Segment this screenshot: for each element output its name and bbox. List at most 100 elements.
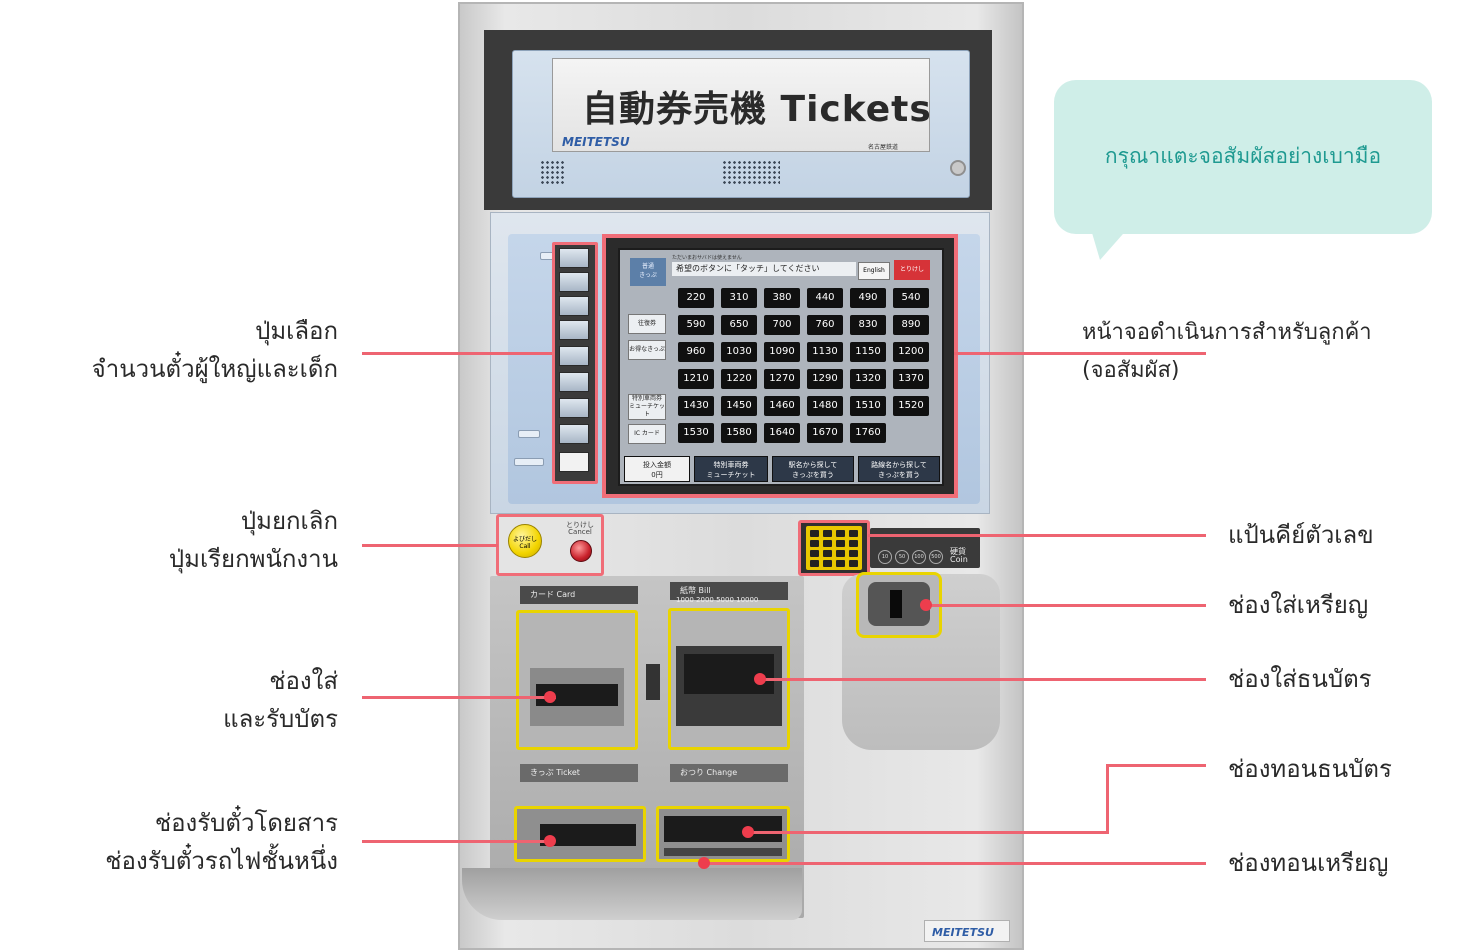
passenger-group-button[interactable]	[559, 398, 589, 418]
panel-mark	[514, 458, 544, 466]
coin-denomination: 500	[929, 550, 943, 564]
keypad-key[interactable]	[849, 540, 858, 547]
screen-regular-ticket-button[interactable]: 普通 きっぷ	[630, 258, 666, 286]
keypad-key[interactable]	[810, 560, 819, 567]
fare-button[interactable]: 1210	[678, 369, 714, 389]
call-staff-button[interactable]: よびだし Call	[508, 524, 542, 558]
callout-coin-return: ช่องทอนเหรียญ	[1228, 849, 1389, 877]
screen-cancel-button[interactable]: とりけし	[894, 260, 930, 280]
callout-keypad: แป้นคีย์ตัวเลข	[1228, 521, 1374, 549]
touch-screen[interactable]	[618, 248, 944, 486]
callout-dot-coin-return	[698, 857, 710, 869]
fare-button[interactable]: 1030	[721, 342, 757, 362]
passenger-adult-2-child-button[interactable]	[559, 346, 589, 366]
panel-mark	[518, 430, 540, 438]
fare-button[interactable]: 1520	[893, 396, 929, 416]
bill-return-slot[interactable]	[664, 816, 782, 842]
fare-button[interactable]: 1270	[764, 369, 800, 389]
speech-bubble-tail	[1090, 226, 1130, 260]
screen-ic-card-button[interactable]: IC カード	[628, 424, 666, 444]
coin-return-slot[interactable]	[664, 848, 782, 856]
passenger-family-button[interactable]	[559, 372, 589, 392]
fare-button[interactable]: 1090	[764, 342, 800, 362]
fare-button[interactable]: 1370	[893, 369, 929, 389]
callout-ticket-outlet: ช่องรับตั๋วโดยสาร ช่องรับตั๋วรถไฟชั้นหนึ…	[105, 804, 338, 880]
fare-button[interactable]: 1200	[893, 342, 929, 362]
passenger-adult-2-button[interactable]	[559, 296, 589, 316]
fare-button[interactable]: 1150	[850, 342, 886, 362]
keypad-key[interactable]	[836, 540, 845, 547]
keypad-key[interactable]	[849, 530, 858, 537]
fare-button[interactable]: 1640	[764, 423, 800, 443]
keypad-key[interactable]	[823, 530, 832, 537]
fare-button[interactable]: 650	[721, 315, 757, 335]
callout-line-bill-slot	[760, 678, 1206, 681]
screen-instruction: 希望のボタンに「タッチ」してください	[672, 262, 856, 276]
callout-line-card	[362, 696, 556, 699]
brand-plate	[924, 920, 1010, 942]
ticket-outlet[interactable]	[540, 824, 636, 846]
fare-button[interactable]: 1760	[850, 423, 886, 443]
callout-line-bill-return	[748, 831, 1109, 834]
callout-bill-slot: ช่องใส่ธนบัตร	[1228, 665, 1372, 693]
passenger-child-1-button[interactable]	[559, 272, 589, 292]
fare-button[interactable]: 1460	[764, 396, 800, 416]
speech-bubble-text: กรุณาแตะจอสัมผัสอย่างเบามือ	[1104, 144, 1382, 168]
callout-line-passenger	[362, 352, 552, 355]
passenger-group-2-button[interactable]	[559, 424, 589, 444]
fare-button[interactable]: 1670	[807, 423, 843, 443]
keypad-key[interactable]	[823, 550, 832, 557]
fare-button[interactable]: 1220	[721, 369, 757, 389]
machine-sign	[552, 58, 930, 152]
fare-button[interactable]: 1530	[678, 423, 714, 443]
keypad-key[interactable]	[849, 560, 858, 567]
screen-special-car-button[interactable]: 特別車両券 ミューチケット	[628, 394, 666, 420]
fare-button[interactable]: 1510	[850, 396, 886, 416]
keypad-key[interactable]	[810, 530, 819, 537]
fare-button[interactable]: 960	[678, 342, 714, 362]
passenger-other-button[interactable]	[559, 452, 589, 472]
screen-english-button[interactable]: English	[858, 262, 890, 280]
fare-button[interactable]: 380	[764, 288, 800, 308]
keypad-key[interactable]	[823, 540, 832, 547]
keypad-key[interactable]	[810, 550, 819, 557]
fare-button[interactable]: 310	[721, 288, 757, 308]
keypad-key[interactable]	[823, 560, 832, 567]
passenger-adult-1-button[interactable]	[559, 248, 589, 268]
fare-button[interactable]: 1580	[721, 423, 757, 443]
fare-button[interactable]: 1320	[850, 369, 886, 389]
keypad-key[interactable]	[849, 550, 858, 557]
screen-search-by-station-button[interactable]: 駅名から探して きっぷを買う	[772, 456, 854, 482]
coin-denomination: 100	[912, 550, 926, 564]
bill-denominations: 1000 2000 5000 10000	[676, 596, 759, 604]
fare-button[interactable]: 490	[850, 288, 886, 308]
fare-button[interactable]: 890	[893, 315, 929, 335]
cancel-button[interactable]	[570, 540, 592, 562]
screen-roundtrip-button[interactable]: 往復券	[628, 314, 666, 334]
fare-button[interactable]: 1430	[678, 396, 714, 416]
fare-button[interactable]: 1450	[721, 396, 757, 416]
fare-button[interactable]: 220	[678, 288, 714, 308]
fare-button[interactable]: 540	[893, 288, 929, 308]
keypad-key[interactable]	[836, 530, 845, 537]
keypad-key[interactable]	[836, 560, 845, 567]
fare-button[interactable]: 590	[678, 315, 714, 335]
fare-button[interactable]: 440	[807, 288, 843, 308]
fare-button[interactable]: 830	[850, 315, 886, 335]
callout-dot-ticket	[544, 835, 556, 847]
card-slot[interactable]	[536, 684, 618, 706]
screen-search-by-line-button[interactable]: 路線名から探して きっぷを買う	[858, 456, 940, 482]
screen-hint-text: ただいまおサバドは使えません	[672, 255, 742, 261]
fare-button[interactable]: 1480	[807, 396, 843, 416]
keypad-key[interactable]	[810, 540, 819, 547]
fare-button[interactable]: 1290	[807, 369, 843, 389]
passenger-adult-child-button[interactable]	[559, 320, 589, 340]
screen-mu-ticket-button[interactable]: 特別車両券 ミューチケット	[694, 456, 768, 482]
screen-discount-ticket-button[interactable]: お得なきっぷ	[628, 340, 666, 360]
fare-button[interactable]: 760	[807, 315, 843, 335]
fare-button[interactable]: 1130	[807, 342, 843, 362]
coin-denomination: 10	[878, 550, 892, 564]
keypad-key[interactable]	[836, 550, 845, 557]
callout-dot-bill-return	[742, 826, 754, 838]
fare-button[interactable]: 700	[764, 315, 800, 335]
